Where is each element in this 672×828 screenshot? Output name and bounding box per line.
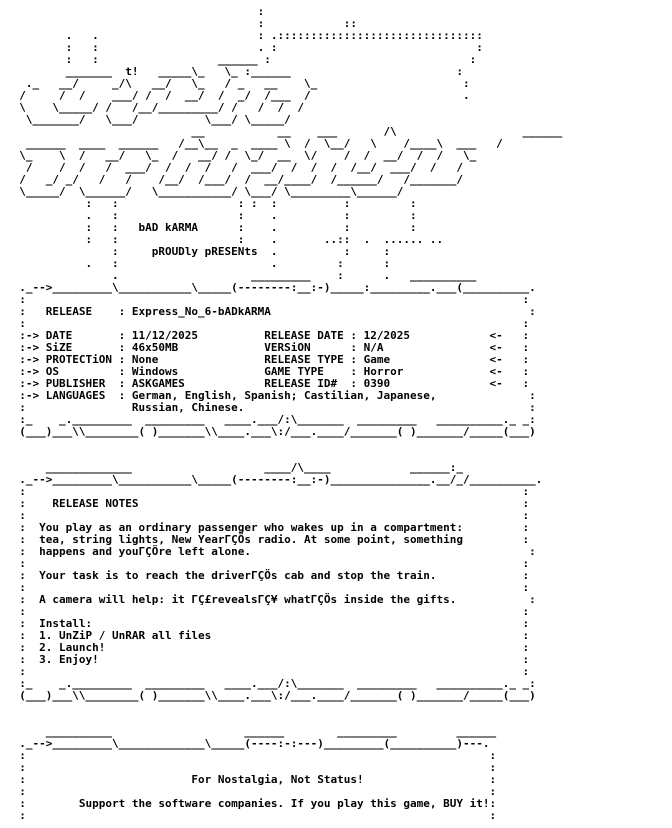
nfo-line: : : : . ..:: . ...... .. — [6, 233, 444, 246]
nfo-line: __ __ ___ /\ ______ — [6, 125, 563, 138]
nfo-line: : 2. Launch! : — [6, 641, 530, 654]
nfo-line: (___)___\\________( )_______\\____.___\:… — [6, 689, 536, 702]
nfo-line: : happens and youΓÇÖre left alone. : — [6, 545, 536, 558]
nfo-line: ______ ____ ______ /__\__ _ ____ \ / \__… — [6, 137, 503, 150]
nfo-line — [6, 438, 666, 450]
nfo-line: \_______/ \___/ \___/ \_____/ — [6, 113, 291, 126]
nfo-line: : : — [6, 665, 530, 678]
nfo-line: \ \_____/ / /__/_________/ / / / / — [6, 101, 305, 114]
nfo-line: : Support the software companies. If you… — [6, 797, 497, 810]
nfo-line: : Your task is to reach the driverΓÇÖs c… — [6, 569, 530, 582]
nfo-line: (___)___\\________( )_______\\____.___\:… — [6, 425, 536, 438]
nfo-line: : : — [6, 749, 497, 762]
nfo-line: : — [6, 6, 265, 18]
nfo-line: / _/ _/ / / /__/ /___/ / __/____/ /_____… — [6, 173, 463, 186]
nfo-line: : : — [6, 785, 497, 798]
nfo-line: : 3. Enjoy! : — [6, 653, 530, 666]
nfo-line: / / / ___/ / / __/ / _/ /___ / . — [6, 89, 470, 102]
nfo-line: : Install: : — [6, 617, 530, 630]
nfo-line: : Russian, Chinese. : — [6, 401, 536, 414]
nfo-line: \_____/ \______/ \___________/ \___/ \__… — [6, 185, 404, 198]
nfo-line: :-> PROTECTiON : None RELEASE TYPE : Gam… — [6, 353, 530, 366]
nfo-line: : tea, string lights, New YearΓÇÖs radio… — [6, 533, 530, 546]
nfo-line: : A camera will help: it ΓÇ£revealsΓÇ¥ w… — [6, 593, 536, 606]
nfo-line: : : bAD kARMA : . : : — [6, 221, 417, 234]
nfo-line: : 1. UnZiP / UnRAR all files : — [6, 629, 530, 642]
nfo-line: __________ ______ _________ ______ — [6, 725, 497, 738]
nfo-line: : :: — [6, 17, 357, 30]
nfo-line: :-> DATE : 11/12/2025 RELEASE DATE : 12/… — [6, 329, 530, 342]
nfo-line: : : — [6, 605, 530, 618]
nfo-line: _____________ ____/\____ ______:_ — [6, 461, 463, 474]
nfo-line: : pROUDly pRESENts . : : — [6, 245, 391, 258]
nfo-line: : : — [6, 509, 530, 522]
nfo-line: : : — [6, 485, 530, 498]
nfo-line: :-> SiZE : 46x50MB VERSiON : N/A <- : — [6, 341, 530, 354]
nfo-line: . : : . : : — [6, 209, 417, 222]
nfo-line: . . : .::::::::::::::::::::::::::::::: — [6, 29, 483, 42]
nfo-line: : : . : : — [6, 41, 483, 54]
nfo-line: : : — [6, 293, 530, 306]
nfo-line: :-> LANGUAGES : German, English, Spanish… — [6, 389, 536, 402]
nfo-line: : : — [6, 761, 497, 774]
nfo-line: :_ _._________ _________ ____.___/:\____… — [6, 413, 536, 426]
nfo-line: : : — [6, 581, 530, 594]
nfo-line: _______ t! _____\_ \_ :______ : — [6, 65, 463, 78]
nfo-line: ._ __/ _/\ __/ \_ / _ __ \_ : — [6, 77, 470, 90]
nfo-line: : RELEASE NOTES : — [6, 497, 530, 510]
nfo-line: ._-->_________\_____________\_____(----:… — [6, 737, 490, 750]
nfo-line: :-> PUBLISHER : ASKGAMES RELEASE ID# : 0… — [6, 377, 530, 390]
nfo-line: : You play as an ordinary passenger who … — [6, 521, 530, 534]
nfo-line — [6, 702, 666, 714]
nfo-line: : : ______ : : — [6, 53, 477, 66]
nfo-line: :_ _._________ _________ ____.___/:\____… — [6, 677, 536, 690]
nfo-line: \_ \ / __/ \_ / __/ / \_/ __ \/ / / __/ … — [6, 149, 477, 162]
nfo-line: : : — [6, 557, 530, 570]
nfo-line: ._-->_________\___________\_____(-------… — [6, 281, 536, 294]
nfo-line: / / / / ___/ / / / / ___/ / / / /__/ ___… — [6, 161, 463, 174]
nfo-line: : : : : : : : — [6, 197, 417, 210]
nfo-line: : : — [6, 317, 530, 330]
nfo-line: . _________ : . __________ — [6, 269, 477, 282]
nfo-line: . : . : : — [6, 257, 391, 270]
nfo-line: :-> OS : Windows GAME TYPE : Horror <- : — [6, 365, 530, 378]
nfo-text-viewer: : : :: . . : .::::::::::::::::::::::::::… — [6, 6, 666, 822]
nfo-line: : RELEASE : Express_No_6-bADkARMA : — [6, 305, 536, 318]
nfo-line: ._-->_________\___________\_____(-------… — [6, 473, 543, 486]
nfo-line: : For Nostalgia, Not Status! : — [6, 773, 497, 786]
nfo-line: : : — [6, 809, 497, 822]
